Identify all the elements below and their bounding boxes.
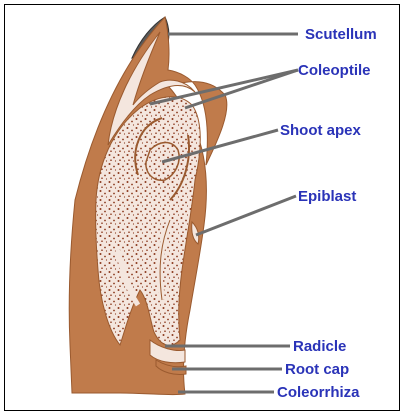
label-radicle: Radicle <box>293 338 346 355</box>
label-coleoptile: Coleoptile <box>298 62 371 79</box>
label-coleorrhiza: Coleorrhiza <box>277 384 360 401</box>
leader-epiblast <box>196 196 296 235</box>
label-shoot-apex: Shoot apex <box>280 122 362 139</box>
label-scutellum: Scutellum <box>305 26 377 43</box>
label-root-cap: Root cap <box>285 361 349 378</box>
label-epiblast: Epiblast <box>298 188 356 205</box>
